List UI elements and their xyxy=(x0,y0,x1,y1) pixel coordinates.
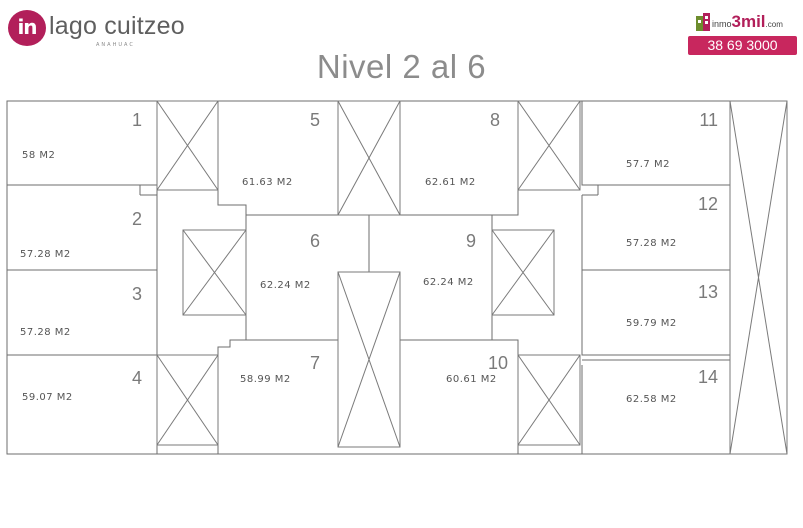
unit-10-area: 60.61 M2 xyxy=(446,374,497,385)
unit-13-area: 59.79 M2 xyxy=(626,318,677,329)
unit-5-area: 61.63 M2 xyxy=(242,177,293,188)
logo-mark: in xyxy=(8,10,46,46)
unit-11-number[interactable]: 11 xyxy=(699,110,718,130)
unit-7-area: 58.99 M2 xyxy=(240,374,291,385)
unit-10-number[interactable]: 10 xyxy=(488,353,508,373)
unit-3-area: 57.28 M2 xyxy=(20,327,71,338)
elevator-shafts xyxy=(156,100,788,455)
unit-9-number[interactable]: 9 xyxy=(466,231,476,251)
unit-4-area: 59.07 M2 xyxy=(22,392,73,403)
logo-subtitle: ANAHUAC xyxy=(96,42,135,48)
unit-12-area: 57.28 M2 xyxy=(626,238,677,249)
unit-labels: 1 58 M2 2 57.28 M2 3 57.28 M2 4 59.07 M2… xyxy=(20,110,718,405)
unit-5-number[interactable]: 5 xyxy=(310,110,320,130)
shaft-center xyxy=(337,271,401,448)
wall-unit-5 xyxy=(217,101,339,216)
brand-prefix: inmo xyxy=(712,19,732,29)
unit-3-number[interactable]: 3 xyxy=(132,284,142,304)
unit-8-number[interactable]: 8 xyxy=(490,110,500,130)
brand-main: 3mil xyxy=(731,12,766,31)
unit-11-area: 57.7 M2 xyxy=(626,159,670,170)
shaft-top-2 xyxy=(337,100,401,216)
shaft-mid-right xyxy=(491,229,555,316)
phone-badge[interactable]: 38 69 3000 xyxy=(688,36,797,55)
level-title: Nivel 2 al 6 xyxy=(316,48,487,85)
wall-left-3 xyxy=(7,270,158,356)
shaft-top-1 xyxy=(156,100,219,191)
wall-unit-7 xyxy=(217,339,338,454)
unit-6-number[interactable]: 6 xyxy=(310,231,320,251)
shaft-bottom-2 xyxy=(517,354,581,446)
unit-1-number[interactable]: 1 xyxy=(132,110,142,130)
lago-cuitzeo-logo[interactable]: in lago cuitzeo ANAHUAC xyxy=(8,8,208,48)
brand-suffix: .com xyxy=(765,20,783,29)
unit-4-number[interactable]: 4 xyxy=(132,368,142,388)
unit-1-area: 58 M2 xyxy=(22,150,55,161)
unit-9-area: 62.24 M2 xyxy=(423,277,474,288)
unit-8-area: 62.61 M2 xyxy=(425,177,476,188)
wall-unit-6 xyxy=(245,215,339,341)
shaft-mid-left xyxy=(182,229,247,316)
logo-name: lago cuitzeo xyxy=(49,12,185,40)
brand-text: inmo3mil.com xyxy=(712,12,783,32)
shaft-bottom-1 xyxy=(156,354,219,446)
inmo3mil-brand[interactable]: inmo3mil.com 38 69 3000 xyxy=(688,8,800,58)
unit-2-number[interactable]: 2 xyxy=(132,209,142,229)
wall-right-13 xyxy=(581,270,730,356)
unit-13-number[interactable]: 13 xyxy=(698,282,718,302)
shaft-top-3 xyxy=(517,100,581,191)
unit-14-number[interactable]: 14 xyxy=(698,367,718,387)
unit-14-area: 62.58 M2 xyxy=(626,394,677,405)
shaft-right-tall xyxy=(729,100,788,455)
unit-12-number[interactable]: 12 xyxy=(698,194,718,214)
unit-2-area: 57.28 M2 xyxy=(20,249,71,260)
wall-unit-8 xyxy=(399,101,519,216)
unit-6-area: 62.24 M2 xyxy=(260,280,311,291)
unit-7-number[interactable]: 7 xyxy=(310,353,320,373)
building-icon xyxy=(696,13,710,31)
